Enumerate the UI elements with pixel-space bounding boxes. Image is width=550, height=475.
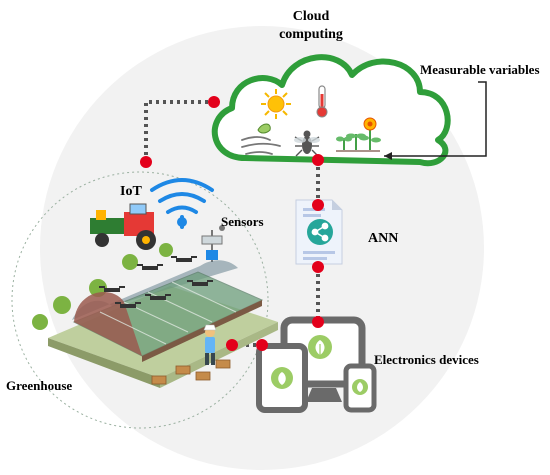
- cloud-title-line1: Cloud: [293, 9, 330, 24]
- wind-icon: [241, 123, 281, 155]
- connector-dot: [312, 199, 324, 211]
- wifi-icon: [150, 178, 214, 229]
- insect-icon: [294, 130, 320, 157]
- connector-dot: [256, 339, 268, 351]
- sensor-station-icon: [201, 225, 225, 262]
- cloud-title-line2: computing: [279, 27, 343, 42]
- greenhouse-icon: [32, 243, 278, 388]
- tractor-icon: [90, 203, 156, 250]
- thermometer-icon: [316, 85, 328, 118]
- farmer-icon: [203, 324, 217, 365]
- measurable-variables-arrow: [384, 81, 487, 160]
- plants-icon: [336, 117, 381, 152]
- greenhouse-label: Greenhouse: [6, 378, 72, 393]
- measurable-variables-label: Measurable variables: [420, 62, 540, 77]
- electronics-devices-label: Electronics devices: [374, 352, 479, 367]
- cloud-shape: [211, 54, 451, 167]
- ann-document-icon: [295, 199, 343, 265]
- sensors-label: Sensors: [221, 214, 264, 229]
- connector-dot: [312, 316, 324, 328]
- connector-dots: [140, 96, 324, 351]
- iot-label: IoT: [120, 184, 142, 199]
- connector-dot: [208, 96, 220, 108]
- connector-dot: [226, 339, 238, 351]
- sun-icon: [261, 89, 291, 119]
- connector-dot: [312, 261, 324, 273]
- connector-dot: [140, 156, 152, 168]
- greenhouse-dotted-circle: [11, 171, 269, 429]
- drone-icons: [99, 256, 213, 308]
- connector-dot: [312, 154, 324, 166]
- ann-label: ANN: [368, 231, 398, 246]
